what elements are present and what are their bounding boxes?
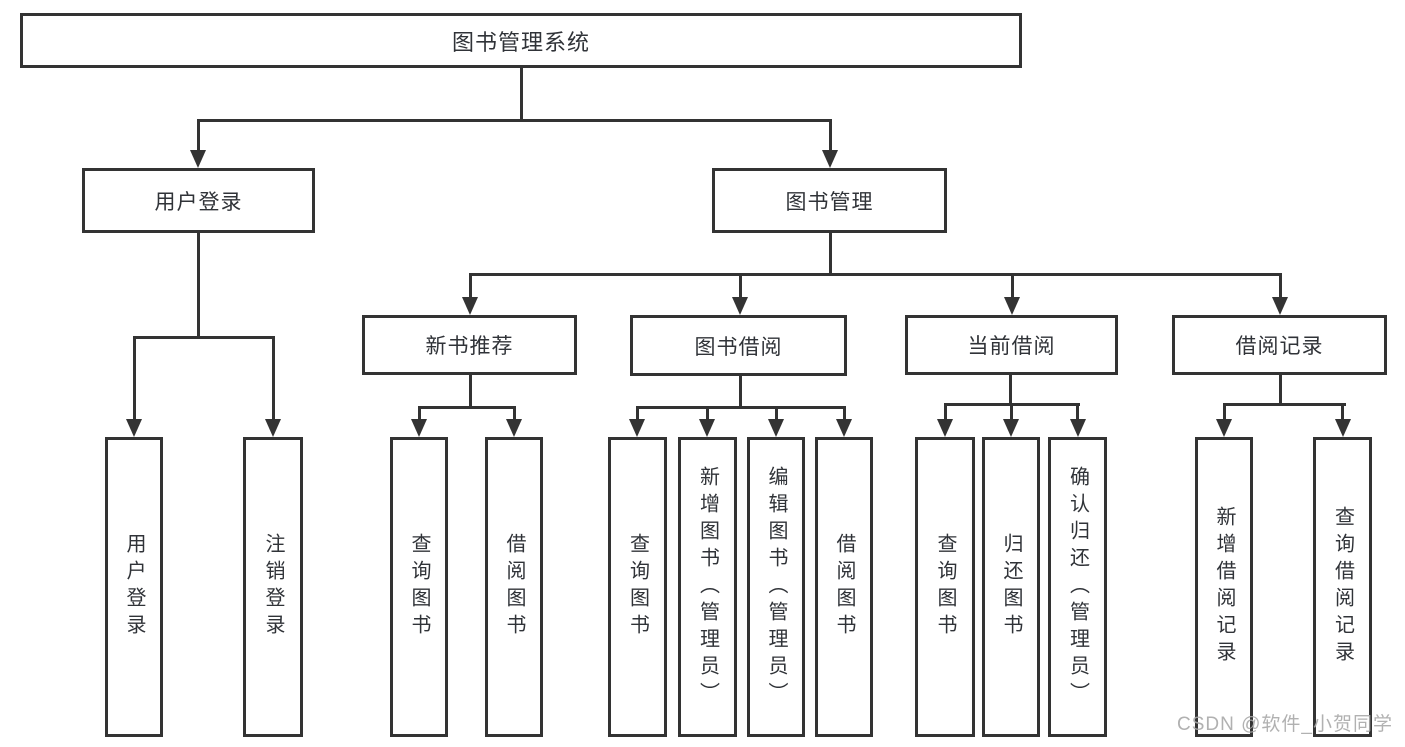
connector-arrow-borrow-records — [1272, 276, 1288, 315]
leaf-logout: 注销登录 — [243, 437, 303, 737]
leaf-add-book-admin: 新增图书（管理员） — [678, 437, 737, 737]
leaf-query-borrow-record: 查询借阅记录 — [1313, 437, 1372, 737]
leaf-label: 新增借阅记录 — [1213, 506, 1235, 668]
node-book-borrow: 图书借阅 — [630, 315, 847, 376]
leaf-borrow-books: 借阅图书 — [815, 437, 873, 737]
connector-level1-hline — [196, 119, 832, 122]
connector-arrow-book-borrow — [732, 276, 748, 315]
connector-book-borrow-hline — [636, 406, 846, 409]
connector-arrow-leaf — [1069, 406, 1086, 437]
connector-root-stem — [519, 68, 523, 119]
connector-current-borrow-stem — [1008, 375, 1012, 406]
leaf-query-books: 查询图书 — [608, 437, 667, 737]
leaf-label: 借阅图书 — [833, 533, 855, 641]
connector-arrow-leaf — [629, 409, 645, 437]
connector-arrow-logout-leaf — [265, 339, 281, 437]
connector-arrow-leaf — [506, 409, 522, 437]
connector-arrow-leaf — [768, 409, 784, 437]
connector-arrow-login-leaf — [126, 339, 142, 437]
connector-arrow-leaf — [1216, 406, 1232, 437]
leaf-borrow-books: 借阅图书 — [485, 437, 543, 737]
node-label: 借阅记录 — [1235, 335, 1324, 358]
leaf-label: 归还图书 — [1000, 533, 1022, 641]
connector-arrow-leaf — [937, 406, 953, 437]
node-label: 新书推荐 — [425, 335, 514, 358]
connector-arrow-current-borrow — [1004, 276, 1020, 315]
connector-book-management-stem — [828, 233, 832, 274]
node-new-book-recommend: 新书推荐 — [362, 315, 577, 375]
node-label: 图书借阅 — [694, 335, 783, 359]
node-label: 图书管理系统 — [451, 29, 590, 55]
connector-borrow-records-stem — [1278, 375, 1282, 406]
connector-arrow-leaf — [699, 409, 715, 437]
leaf-edit-book-admin: 编辑图书（管理员） — [747, 437, 805, 737]
leaf-query-books: 查询图书 — [390, 437, 448, 737]
connector-level3-hline — [468, 273, 1282, 276]
connector-book-borrow-stem — [738, 376, 742, 407]
connector-arrow-user-login — [190, 122, 206, 168]
connector-arrow-leaf — [1003, 406, 1019, 437]
leaf-label: 用户登录 — [123, 533, 145, 641]
connector-current-borrow-hline — [943, 403, 1080, 406]
leaf-label: 查询图书 — [626, 533, 649, 641]
leaf-query-books: 查询图书 — [915, 437, 975, 737]
node-borrow-records: 借阅记录 — [1172, 315, 1387, 375]
node-current-borrow: 当前借阅 — [905, 315, 1118, 375]
node-label: 当前借阅 — [967, 335, 1056, 358]
leaf-label: 确认归还（管理员） — [1066, 465, 1089, 709]
connector-arrow-book-management — [822, 122, 838, 168]
node-label: 用户登录 — [154, 190, 243, 214]
connector-arrow-leaf — [1334, 406, 1351, 437]
leaf-user-login: 用户登录 — [105, 437, 163, 737]
connector-user-login-hline — [132, 336, 275, 339]
leaf-add-borrow-record: 新增借阅记录 — [1195, 437, 1253, 737]
connector-user-login-stem — [196, 233, 200, 337]
leaf-return-books: 归还图书 — [982, 437, 1040, 737]
connector-new-book-stem — [468, 375, 472, 408]
leaf-confirm-return-admin: 确认归还（管理员） — [1048, 437, 1107, 737]
leaf-label: 查询图书 — [408, 533, 430, 641]
connector-arrow-new-book-recommend — [462, 276, 478, 315]
leaf-label: 注销登录 — [262, 533, 284, 641]
node-user-login: 用户登录 — [82, 168, 315, 233]
node-book-management: 图书管理 — [712, 168, 947, 233]
leaf-label: 查询借阅记录 — [1331, 506, 1354, 668]
csdn-watermark: CSDN @软件_小贺同学 — [1177, 714, 1393, 735]
connector-arrow-leaf — [411, 409, 427, 437]
connector-new-book-hline — [417, 406, 516, 409]
connector-arrow-leaf — [836, 409, 852, 437]
leaf-label: 借阅图书 — [503, 533, 525, 641]
node-library-management-system: 图书管理系统 — [20, 13, 1022, 68]
leaf-label: 编辑图书（管理员） — [765, 465, 787, 709]
connector-borrow-records-hline — [1222, 403, 1346, 406]
node-label: 图书管理 — [785, 190, 874, 214]
leaf-label: 查询图书 — [934, 533, 956, 641]
leaf-label: 新增图书（管理员） — [696, 465, 719, 709]
